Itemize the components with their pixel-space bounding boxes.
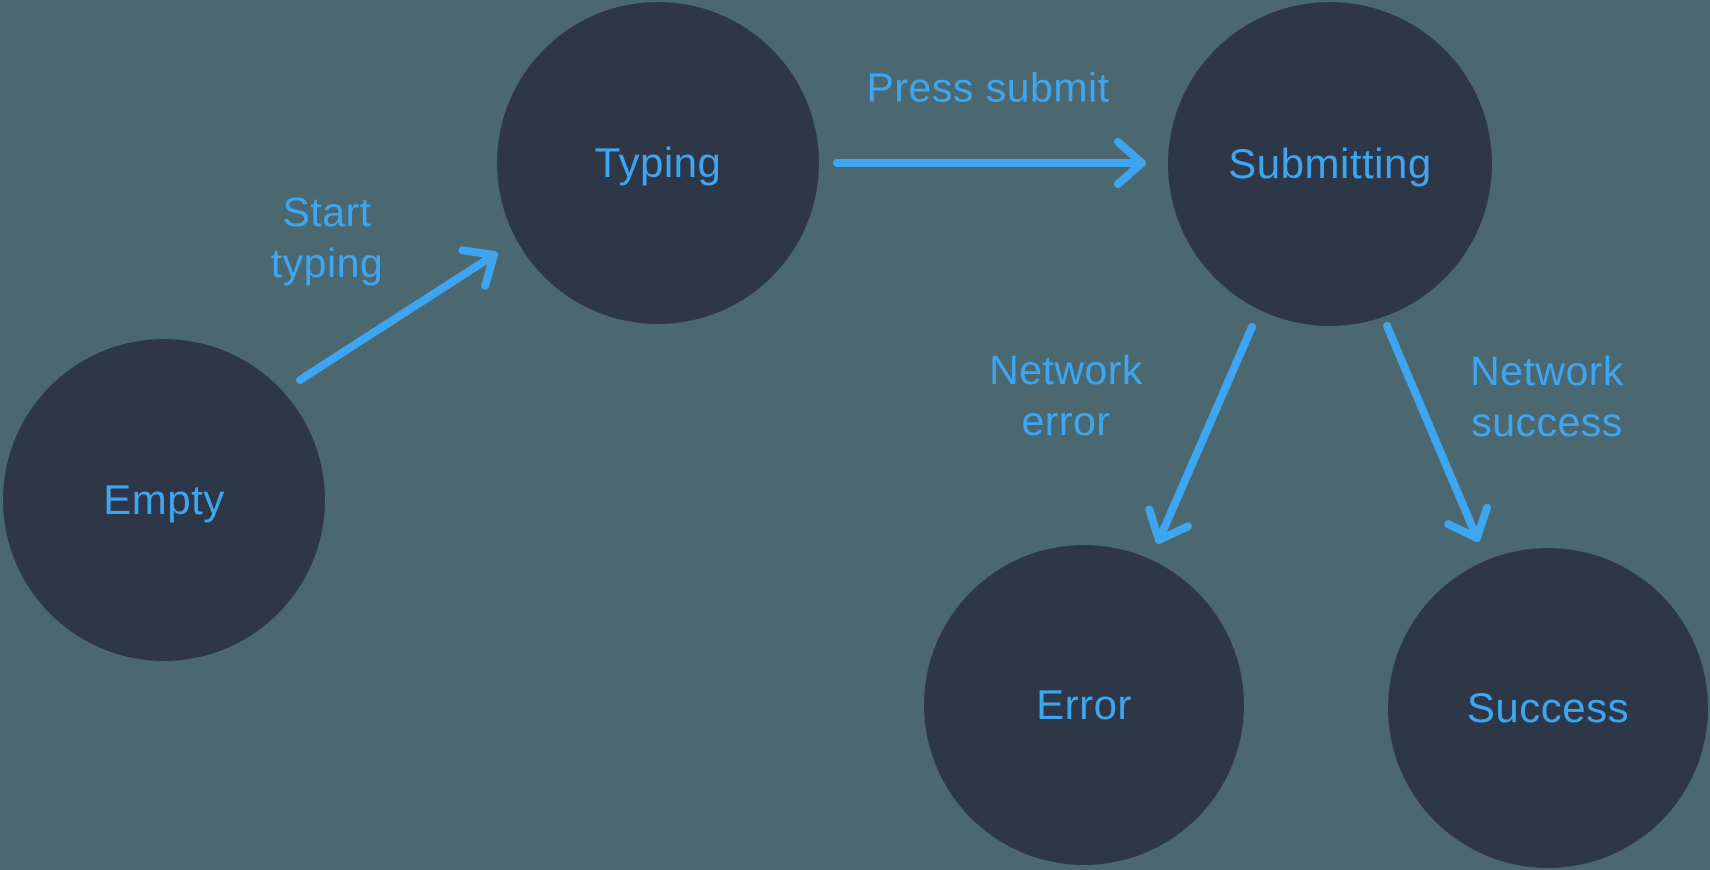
state-node-typing: Typing	[497, 2, 819, 324]
state-label-error: Error	[1036, 681, 1132, 728]
arrow-submitting-to-error	[1145, 323, 1256, 544]
transition-label-network-success: Network success	[1470, 348, 1624, 445]
transition-label-press-submit: Press submit	[866, 64, 1110, 111]
state-label-typing: Typing	[594, 139, 722, 186]
state-label-success: Success	[1466, 684, 1630, 731]
transition-label-network-error: Network error	[989, 347, 1143, 444]
transition-label-start-typing: Start typing	[270, 189, 384, 286]
state-node-empty: Empty	[3, 339, 325, 661]
arrow-empty-to-typing	[296, 246, 498, 384]
arrow-submitting-to-success	[1383, 322, 1491, 542]
state-node-success: Success	[1388, 548, 1708, 868]
state-node-error: Error	[924, 545, 1244, 865]
state-label-empty: Empty	[103, 476, 225, 523]
state-node-submitting: Submitting	[1168, 2, 1492, 326]
state-label-submitting: Submitting	[1228, 140, 1432, 187]
